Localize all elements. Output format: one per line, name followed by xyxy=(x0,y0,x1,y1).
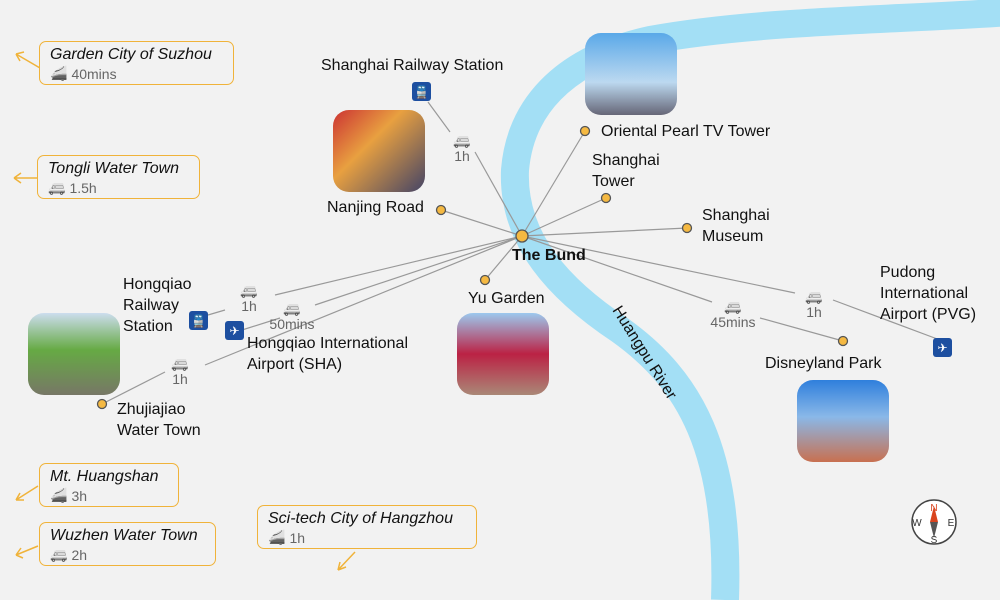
photo-nanjing-road xyxy=(333,110,425,192)
train-station-icon: 🚆 xyxy=(189,311,208,330)
label-nanjing-road: Nanjing Road xyxy=(327,199,424,216)
train-icon: 🚄 xyxy=(50,65,68,81)
time-hongqiao-railway: 🚐1h xyxy=(233,282,265,314)
train-station-icon: 🚆 xyxy=(412,82,431,101)
svg-text:W: W xyxy=(912,518,922,529)
car-icon: 🚐 xyxy=(240,282,258,298)
photo-yu-garden xyxy=(457,313,549,395)
label-yu-garden: Yu Garden xyxy=(468,290,545,307)
time-zhujiajiao: 🚐1h xyxy=(164,355,196,387)
bund-dot xyxy=(515,229,529,243)
car-icon: 🚐 xyxy=(453,132,471,148)
compass: N S E W xyxy=(911,499,957,546)
route-lines xyxy=(101,101,941,405)
destination-card-tongli[interactable]: Tongli Water Town🚐1.5h xyxy=(37,155,200,199)
train-icon: 🚄 xyxy=(268,529,286,545)
label-shanghai-tower: Shanghai Tower xyxy=(592,152,660,190)
train-icon: 🚄 xyxy=(50,487,68,503)
destination-card-hangzhou[interactable]: Sci-tech City of Hangzhou🚄1h xyxy=(257,505,477,549)
time-pudong-airport: 🚐1h xyxy=(798,288,830,320)
car-icon: 🚐 xyxy=(283,300,301,316)
label-hongqiao-airport: Hongqiao International Airport (SHA) xyxy=(247,335,409,373)
destination-card-huangshan[interactable]: Mt. Huangshan🚄3h xyxy=(39,463,179,507)
label-pudong-airport: Pudong International Airport (PVG) xyxy=(880,264,977,323)
time-railway-station: 🚐1h xyxy=(446,132,478,164)
label-hongqiao-railway: Hongqiao Railway Station xyxy=(123,276,192,335)
photo-zhujiajiao xyxy=(28,313,120,395)
direction-arrows xyxy=(13,51,356,571)
time-hongqiao-airport: 🚐50mins xyxy=(269,300,315,332)
photo-disneyland xyxy=(797,380,889,462)
airplane-icon: ✈ xyxy=(225,321,244,340)
airplane-icon: ✈ xyxy=(933,338,952,357)
time-disneyland: 🚐45mins xyxy=(710,298,756,330)
label-museum: Shanghai Museum xyxy=(702,207,770,245)
car-icon: 🚐 xyxy=(724,298,742,314)
destination-card-suzhou[interactable]: Garden City of Suzhou🚄40mins xyxy=(39,41,234,85)
label-oriental-pearl: Oriental Pearl TV Tower xyxy=(601,123,771,140)
huangpu-river xyxy=(500,0,1000,600)
label-the-bund: The Bund xyxy=(512,247,586,264)
label-disneyland: Disneyland Park xyxy=(765,355,882,372)
car-icon: 🚐 xyxy=(50,546,68,562)
svg-text:N: N xyxy=(930,503,937,514)
svg-text:S: S xyxy=(931,535,938,546)
photo-oriental-pearl xyxy=(585,33,677,115)
car-icon: 🚐 xyxy=(48,179,66,195)
location-dots xyxy=(96,125,849,410)
river-label: Huangpu River xyxy=(609,303,680,403)
label-railway-station: Shanghai Railway Station xyxy=(321,57,504,74)
car-icon: 🚐 xyxy=(805,288,823,304)
svg-text:E: E xyxy=(948,518,955,529)
car-icon: 🚐 xyxy=(171,355,189,371)
label-zhujiajiao: Zhujiajiao Water Town xyxy=(117,401,201,439)
destination-card-wuzhen[interactable]: Wuzhen Water Town🚐2h xyxy=(39,522,216,566)
